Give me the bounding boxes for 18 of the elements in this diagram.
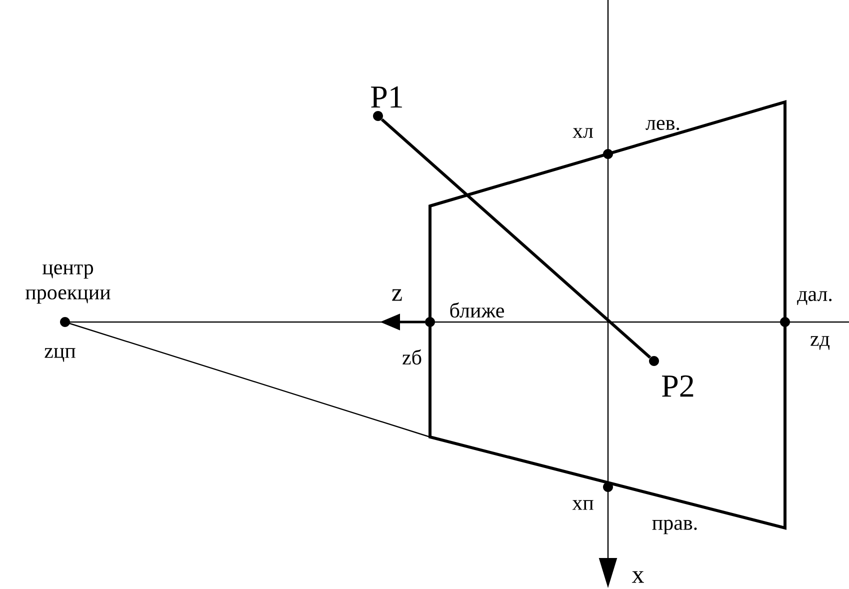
point-label: P1 bbox=[371, 86, 402, 108]
point-label: zб bbox=[402, 349, 422, 365]
point-dot bbox=[780, 317, 790, 327]
line-segment bbox=[380, 118, 652, 359]
point-label: P2 bbox=[662, 375, 694, 397]
point-dot bbox=[60, 317, 70, 327]
point-label: xл bbox=[572, 128, 593, 138]
axis-label: z bbox=[392, 289, 402, 301]
point-label: zд bbox=[810, 336, 830, 350]
axis-label: x bbox=[632, 571, 644, 583]
point-label: zцп bbox=[44, 348, 76, 362]
point-dot bbox=[425, 317, 435, 327]
point-label: xп bbox=[572, 500, 594, 510]
point-dot bbox=[603, 482, 613, 492]
point-dot bbox=[603, 149, 613, 159]
point-dot bbox=[373, 111, 383, 121]
point-label: центр проекции bbox=[26, 264, 110, 304]
point-dot bbox=[649, 356, 659, 366]
